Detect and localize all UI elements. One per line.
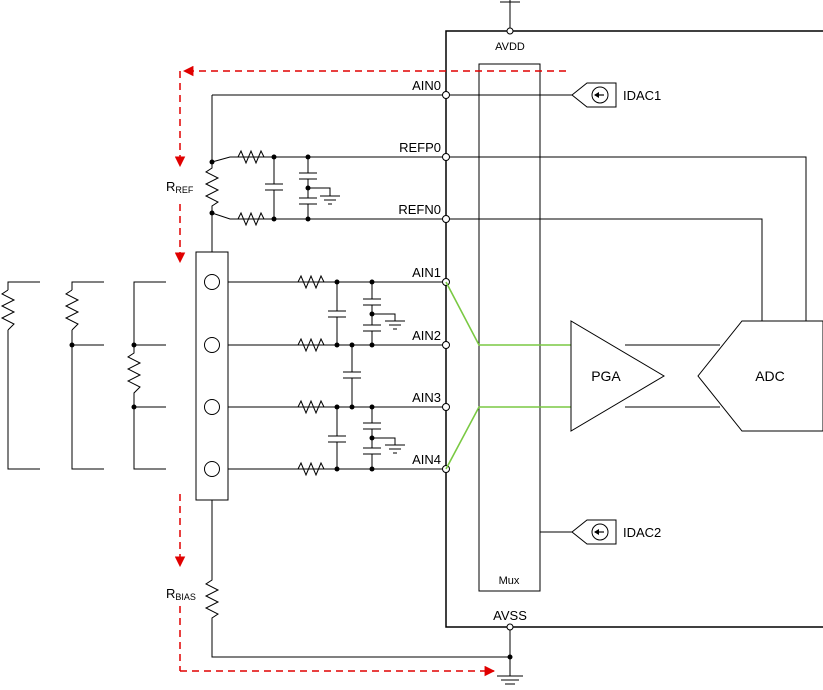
pga-to-adc [625, 344, 720, 408]
pin-ain3 [442, 403, 450, 411]
avss-label: AVSS [493, 608, 527, 623]
label-ain3: AIN3 [412, 390, 441, 405]
avdd-label: AVDD [495, 41, 525, 53]
rtd-3wire-node [69, 342, 75, 348]
avdd-supply [500, 0, 520, 35]
input-filter-dots [334, 279, 375, 472]
rtd-2wire [0, 281, 40, 470]
rbias-label: RBIAS [166, 586, 196, 602]
avss-node [507, 654, 513, 660]
label-ain2: AIN2 [412, 328, 441, 343]
input-filters [297, 274, 405, 477]
rtd-3wire [64, 281, 104, 470]
terminal-holes [204, 274, 220, 477]
label-refp0: REFP0 [399, 140, 441, 155]
idac1-label: IDAC1 [623, 88, 661, 103]
mux-label: Mux [499, 575, 520, 587]
mux-routing [445, 281, 571, 470]
label-ain4: AIN4 [412, 452, 441, 467]
label-ain1: AIN1 [412, 265, 441, 280]
rtd-4wire-nodes [131, 342, 137, 410]
rref-label: RREF [166, 179, 194, 195]
pin-refp0 [442, 153, 450, 161]
pga-amplifier [570, 320, 665, 432]
mux-block [478, 63, 541, 592]
chip-outline [445, 30, 823, 628]
ref-network-dots [209, 154, 311, 222]
pga-label: PGA [591, 368, 621, 384]
adc-label: ADC [755, 368, 785, 384]
idac2-label: IDAC2 [623, 525, 661, 540]
pin-ain0 [442, 91, 450, 99]
ref-network [204, 95, 340, 252]
avss-ground [497, 623, 523, 685]
idac1-source [571, 82, 617, 108]
terminal-block [195, 251, 229, 501]
label-refn0: REFN0 [398, 202, 441, 217]
current-path [174, 65, 566, 677]
rtd-4wire [126, 281, 166, 470]
label-ain0: AIN0 [412, 78, 441, 93]
pin-refn0 [442, 215, 450, 223]
idac2-source [571, 519, 617, 545]
pin-ain2 [442, 341, 450, 349]
rbias-resistor [204, 500, 510, 658]
pin-circles [442, 91, 450, 473]
adc-block [697, 320, 823, 432]
